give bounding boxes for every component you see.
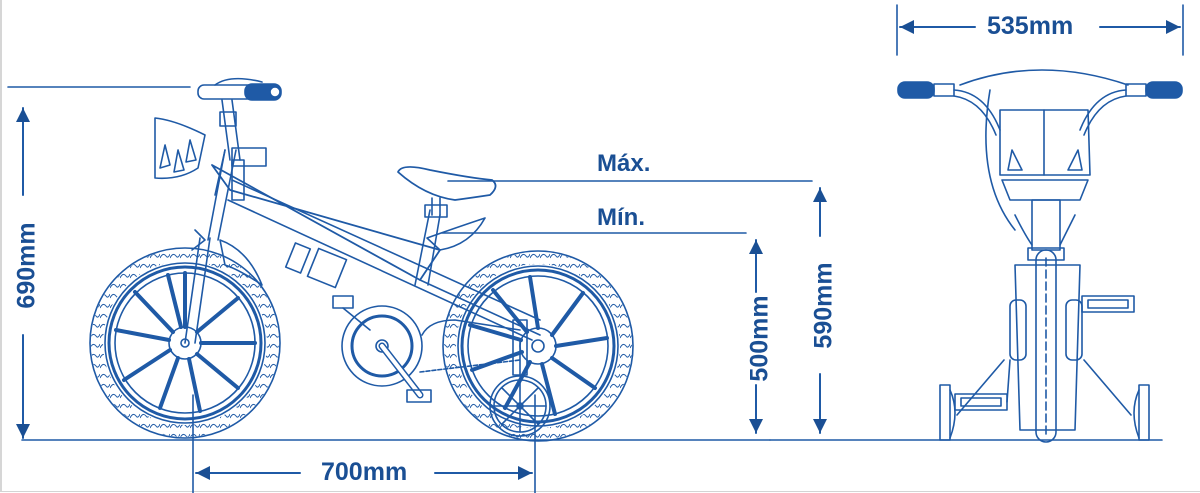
bike-front-view [897, 69, 1183, 443]
rear-mudguard [426, 217, 486, 251]
rear-wheel [442, 250, 634, 442]
label-handlebar-width: 535mm [987, 12, 1074, 40]
front-plate [999, 109, 1091, 201]
stem [1031, 199, 1061, 251]
seat [397, 166, 497, 216]
front-wheel [89, 247, 281, 439]
brake-cable [1014, 214, 1033, 246]
label-seat-max: Máx. [597, 150, 651, 177]
label-seat-min: Mín. [597, 204, 645, 231]
fork-and-handlebar [154, 77, 282, 344]
dimension-wheelbase [192, 394, 536, 493]
chainguard-and-crank [332, 295, 521, 403]
label-total-height: 690mm [12, 222, 41, 309]
dimension-total-height [7, 86, 191, 439]
training-wheel-side [489, 319, 551, 437]
front-tire-front-view [1035, 249, 1057, 443]
label-seat-height-min: 500mm [745, 295, 774, 382]
dimension-handlebar-width [896, 4, 1184, 56]
bike-side-view [89, 77, 634, 442]
label-seat-height-max: 590mm [809, 262, 838, 349]
pedal-right [1081, 295, 1135, 313]
training-wheels-front-view [939, 359, 1150, 441]
label-wheelbase: 700mm [321, 458, 408, 486]
handlebar-front [897, 69, 1183, 231]
seat-height-markers [441, 180, 827, 434]
